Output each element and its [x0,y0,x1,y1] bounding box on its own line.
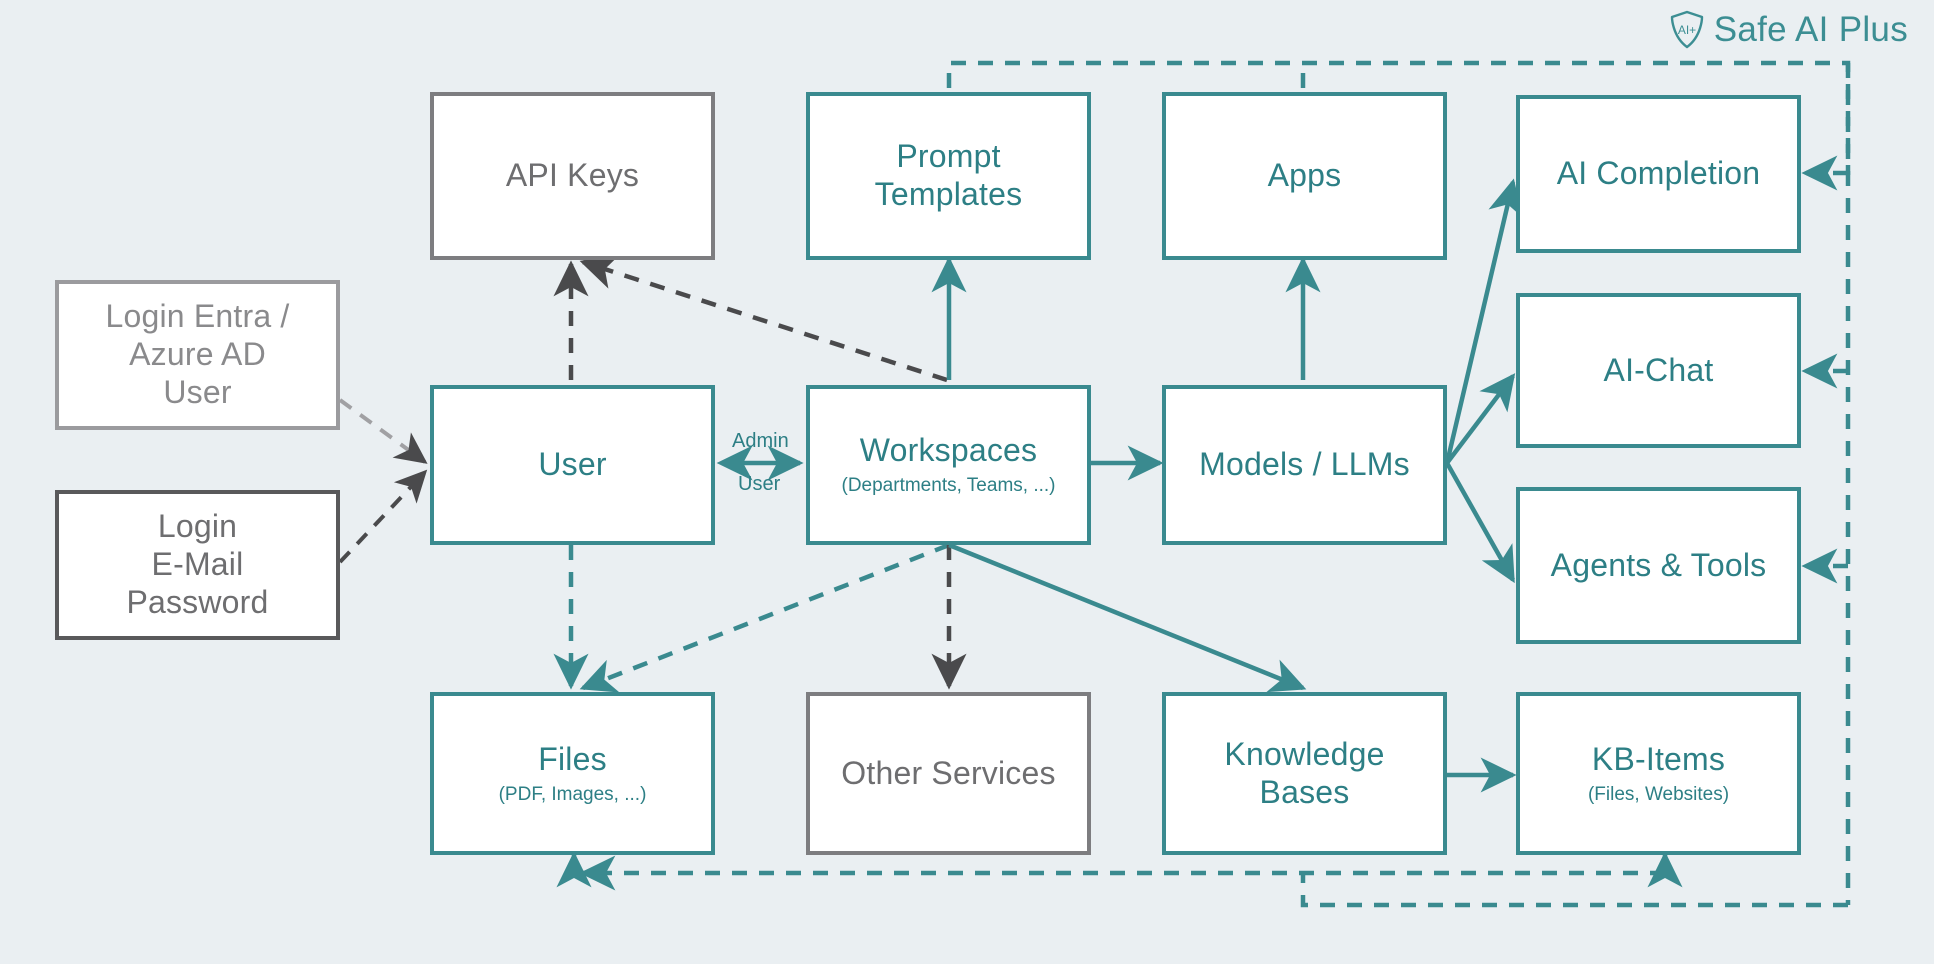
edge-login-entra-to-user [338,398,428,464]
node-files-subtitle: (PDF, Images, ...) [498,783,647,805]
node-ai-chat[interactable]: AI-Chat [1516,293,1801,448]
node-prompt-templates[interactable]: Prompt Templates [806,92,1091,260]
node-other-services-title: Other Services [841,754,1056,791]
svg-text:AI+: AI+ [1678,23,1696,37]
node-knowledge-bases[interactable]: Knowledge Bases [1162,692,1447,855]
node-ai-completion[interactable]: AI Completion [1516,95,1801,253]
node-kb-items-subtitle: (Files, Websites) [1587,783,1730,805]
node-apps[interactable]: Apps [1162,92,1447,260]
node-agents-tools-title: Agents & Tools [1550,546,1767,583]
edge-workspaces-to-api-keys [579,255,948,383]
edge-label-user: User [738,473,781,495]
node-ai-completion-title: AI Completion [1556,155,1761,192]
node-login-entra[interactable]: Login Entra / Azure AD User [55,280,340,430]
brand-name: Safe AI Plus [1713,10,1908,49]
node-models-llms[interactable]: Models / LLMs [1162,385,1447,545]
node-login-email[interactable]: Login E-Mail Password [55,490,340,640]
node-api-keys[interactable]: API Keys [430,92,715,260]
node-workspaces-subtitle: (Departments, Teams, ...) [841,475,1056,497]
node-agents-tools[interactable]: Agents & Tools [1516,487,1801,644]
node-models-llms-title: Models / LLMs [1199,446,1410,483]
node-user-title: User [538,446,607,483]
node-apps-title: Apps [1267,157,1342,194]
brand-logo: AI+ Safe AI Plus [1669,10,1908,50]
node-prompt-templates-title: Prompt Templates [874,138,1023,212]
node-api-keys-title: API Keys [505,157,640,194]
edge-models-to-agents-tools [1445,461,1515,584]
node-files[interactable]: Files (PDF, Images, ...) [430,692,715,855]
node-other-services[interactable]: Other Services [806,692,1091,855]
node-kb-items-title: KB-Items [1591,740,1726,777]
edge-login-email-to-user [338,469,428,564]
node-knowledge-bases-title: Knowledge Bases [1224,735,1385,810]
node-workspaces[interactable]: Workspaces (Departments, Teams, ...) [806,385,1091,545]
node-login-entra-title: Login Entra / Azure AD User [105,298,290,410]
edge-label-admin: Admin [732,430,789,452]
edge-bottom-dashed-bus-to-kb-items [1300,873,1848,908]
node-ai-chat-title: AI-Chat [1603,351,1714,388]
node-workspaces-title: Workspaces [859,432,1038,469]
node-kb-items[interactable]: KB-Items (Files, Websites) [1516,692,1801,855]
node-login-email-title: Login E-Mail Password [126,508,269,620]
node-user[interactable]: User [430,385,715,545]
node-files-title: Files [538,740,607,777]
edge-models-to-ai-chat [1445,373,1516,465]
edge-workspaces-to-knowledge-bases [948,542,1307,693]
edge-workspaces-to-files [579,542,950,693]
edge-models-to-ai-completion [1444,178,1523,464]
shield-ai-plus-icon: AI+ [1669,10,1705,50]
